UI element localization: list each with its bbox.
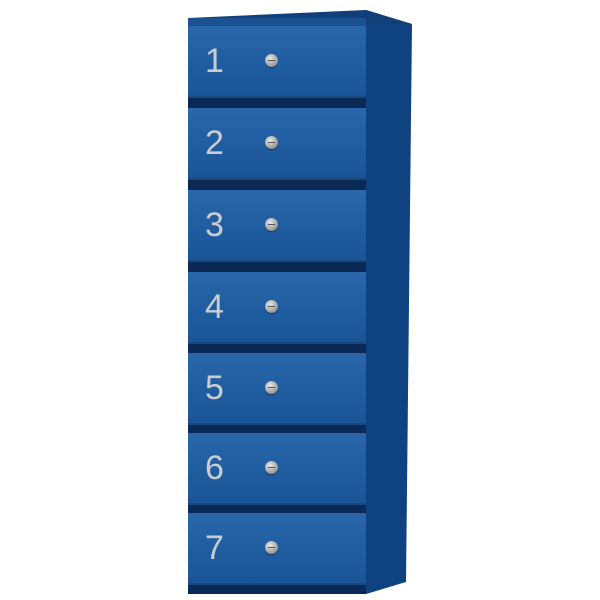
lock-icon[interactable]	[265, 381, 278, 394]
lock-icon[interactable]	[265, 218, 278, 231]
door-number: 1	[205, 42, 224, 80]
mailbox-door-2[interactable]: 2	[188, 108, 366, 180]
door-number: 6	[205, 449, 224, 487]
door-number: 3	[205, 206, 224, 244]
mailbox-door-7[interactable]: 7	[188, 513, 366, 585]
lock-icon[interactable]	[265, 300, 278, 313]
cabinet-interior-shade	[188, 18, 366, 26]
cabinet-side-panel	[366, 10, 412, 594]
mailbox-door-4[interactable]: 4	[188, 272, 366, 344]
lock-icon[interactable]	[265, 541, 278, 554]
mailbox-door-5[interactable]: 5	[188, 353, 366, 425]
lock-icon[interactable]	[265, 136, 278, 149]
lock-icon[interactable]	[265, 461, 278, 474]
door-number: 4	[205, 288, 224, 326]
mailbox-door-1[interactable]: 1	[188, 26, 366, 98]
door-number: 5	[205, 369, 224, 407]
mailbox-door-3[interactable]: 3	[188, 190, 366, 262]
door-number: 2	[205, 124, 224, 162]
mailbox-door-6[interactable]: 6	[188, 433, 366, 505]
lock-icon[interactable]	[265, 54, 278, 67]
door-number: 7	[205, 529, 224, 567]
